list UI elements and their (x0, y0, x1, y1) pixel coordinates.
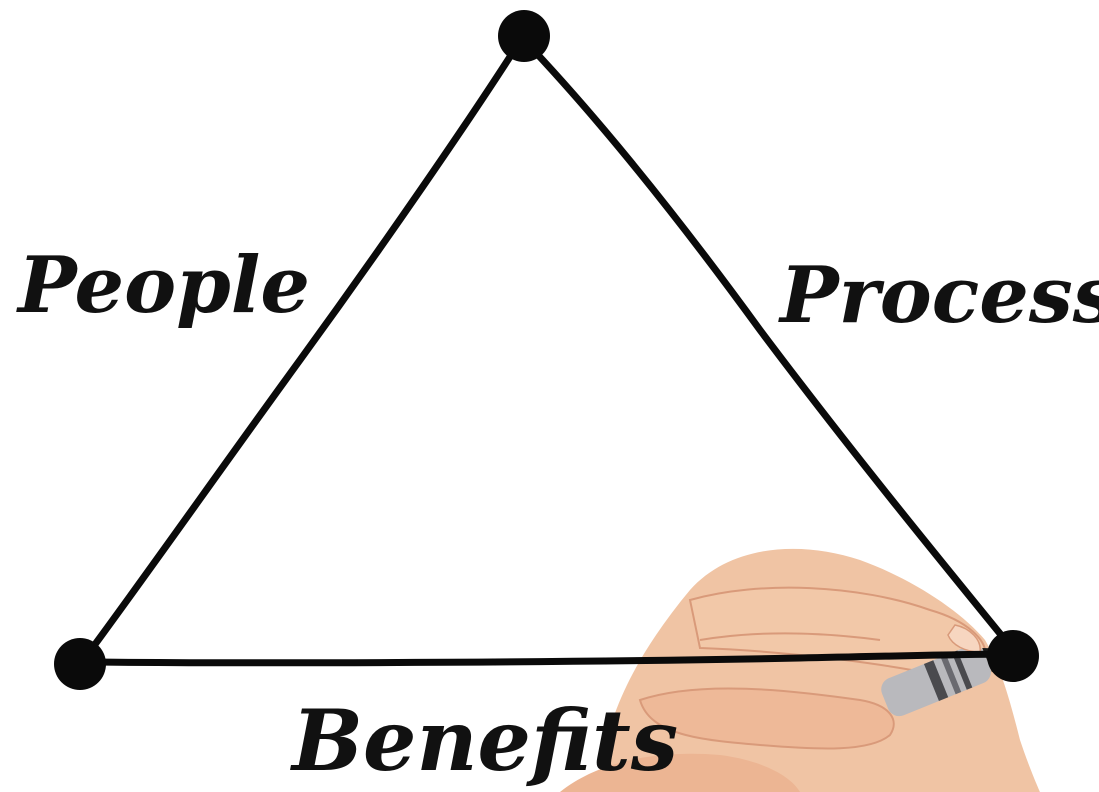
triangle-left-edge (81, 34, 526, 662)
vertex-dot-icon (987, 630, 1039, 682)
triangle-bottom-edge (81, 650, 1019, 667)
vertex-dot-icon (54, 638, 106, 690)
pen-hand-icon (560, 548, 1040, 792)
triangle-right-edge (520, 36, 1019, 656)
label-process: Process (778, 250, 1099, 341)
label-people: People (16, 240, 310, 331)
label-benefits: Benefits (290, 691, 678, 790)
vertex-dot-icon (498, 10, 550, 62)
